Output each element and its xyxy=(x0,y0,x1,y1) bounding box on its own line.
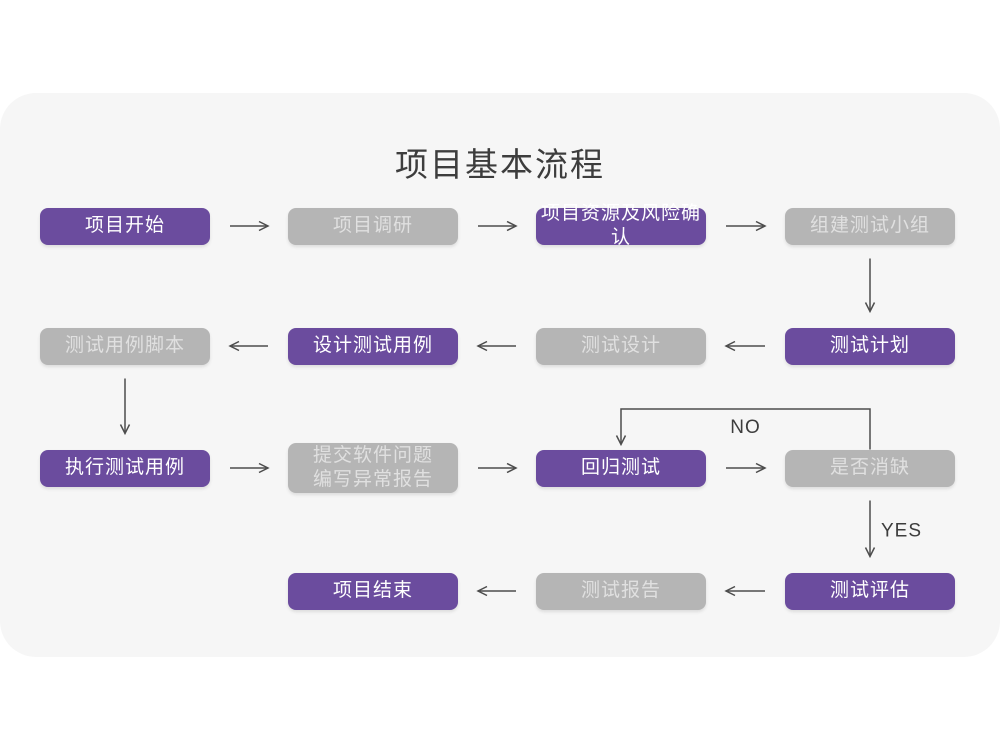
flow-node-test-evaluation: 测试评估 xyxy=(785,572,955,610)
flow-node-project-start: 项目开始 xyxy=(40,207,210,245)
flow-node-defect-cleared: 是否消缺 xyxy=(785,449,955,487)
flow-node-test-case-script: 测试用例脚本 xyxy=(40,327,210,365)
flow-node-regression-test: 回归测试 xyxy=(536,449,706,487)
branch-label-no: NO xyxy=(730,417,761,438)
flow-node-test-design: 测试设计 xyxy=(536,327,706,365)
flow-node-resources-risk: 项目资源及风险确认 xyxy=(536,203,706,248)
flowchart-card xyxy=(0,93,1000,657)
flow-node-test-plan: 测试计划 xyxy=(785,327,955,365)
branch-label-yes: YES xyxy=(881,521,922,542)
flow-node-test-report: 测试报告 xyxy=(536,572,706,610)
flow-node-project-research: 项目调研 xyxy=(288,207,458,245)
flow-node-execute-test-case: 执行测试用例 xyxy=(40,449,210,487)
flow-node-project-end: 项目结束 xyxy=(288,572,458,610)
flow-node-design-test-case: 设计测试用例 xyxy=(288,327,458,365)
arrow-defect-cleared-to-regression-test xyxy=(615,408,871,450)
diagram-title: 项目基本流程 xyxy=(395,146,605,183)
flow-node-submit-issue-report: 提交软件问题 编写异常报告 xyxy=(288,443,458,493)
flow-node-build-test-team: 组建测试小组 xyxy=(785,207,955,245)
